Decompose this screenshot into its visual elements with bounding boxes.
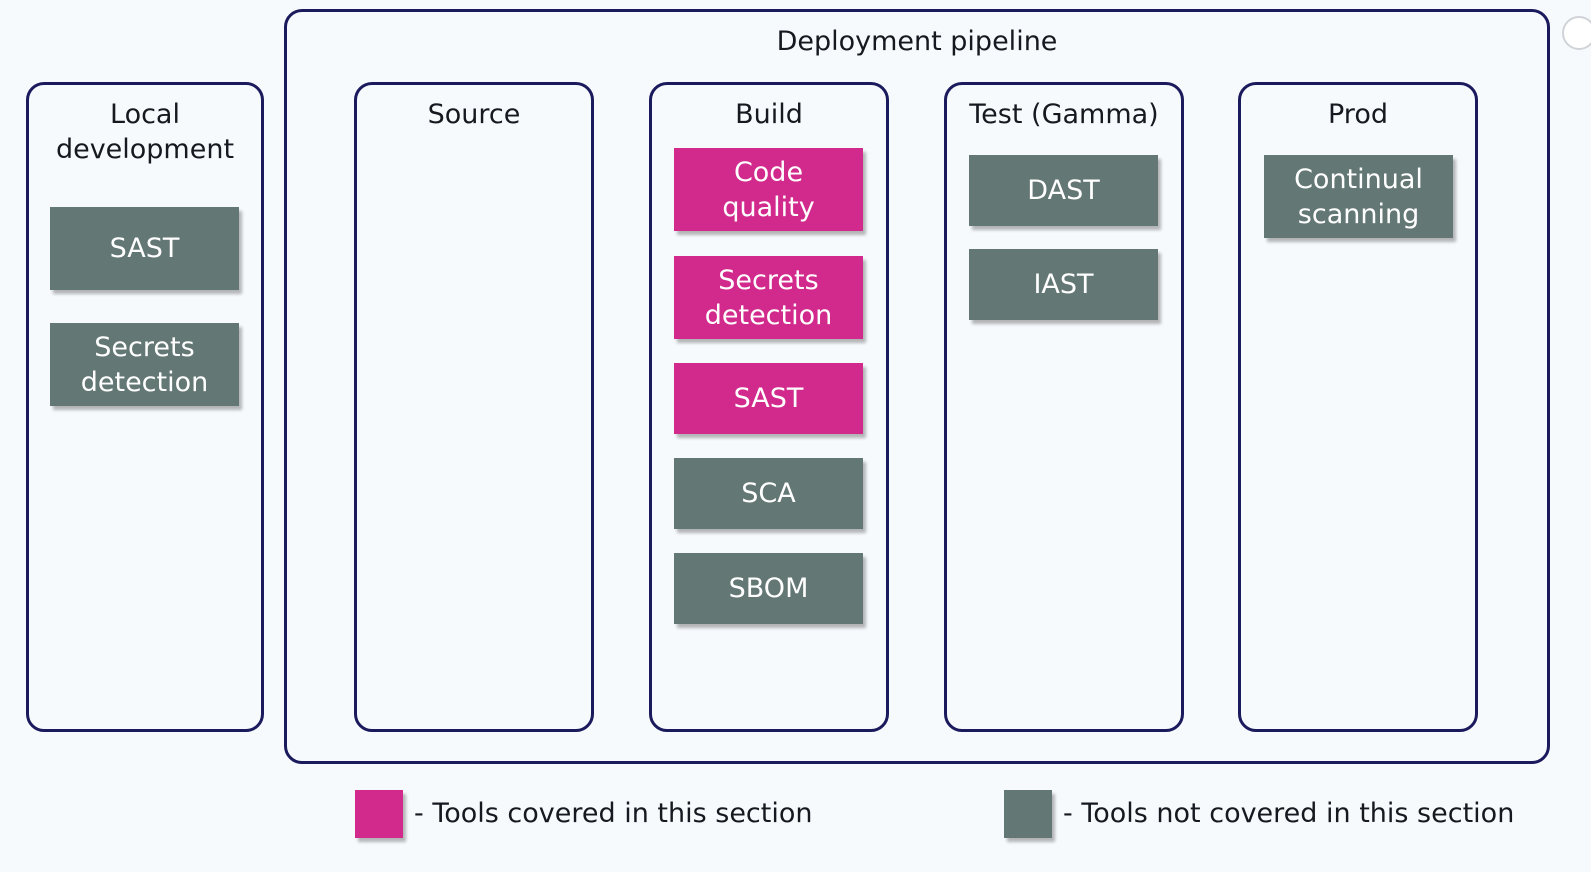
edge-circle-icon (1562, 16, 1591, 50)
prod-stage: Prod Continual scanning (1238, 82, 1478, 732)
test-iast-tool: IAST (969, 249, 1158, 320)
build-sca-tool: SCA (674, 458, 863, 529)
build-sast-tool: SAST (674, 363, 863, 434)
deployment-pipeline-frame: Deployment pipeline (284, 9, 1550, 764)
test-gamma-stage: Test (Gamma) DAST IAST (944, 82, 1184, 732)
legend-not-covered-label: - Tools not covered in this section (1063, 798, 1515, 829)
local-development-lane: Local development SAST Secrets detection (26, 82, 264, 732)
build-stage: Build Code quality Secrets detection SAS… (649, 82, 889, 732)
legend-covered-label: - Tools covered in this section (414, 798, 813, 829)
source-stage: Source (354, 82, 594, 732)
prod-stage-title: Prod (1328, 99, 1388, 130)
prod-continual-scanning-tool: Continual scanning (1264, 155, 1453, 238)
build-stage-title: Build (735, 99, 803, 130)
build-secrets-detection-tool: Secrets detection (674, 256, 863, 339)
legend-covered-swatch (355, 790, 403, 838)
local-secrets-detection-tool: Secrets detection (50, 323, 239, 406)
test-gamma-stage-title: Test (Gamma) (969, 99, 1159, 130)
build-code-quality-tool: Code quality (674, 148, 863, 231)
test-dast-tool: DAST (969, 155, 1158, 226)
build-sbom-tool: SBOM (674, 553, 863, 624)
source-stage-title: Source (427, 99, 521, 130)
local-development-title: Local development (55, 99, 235, 165)
local-sast-tool: SAST (50, 207, 239, 290)
legend-not-covered-swatch (1004, 790, 1052, 838)
deployment-pipeline-title: Deployment pipeline (776, 26, 1058, 57)
